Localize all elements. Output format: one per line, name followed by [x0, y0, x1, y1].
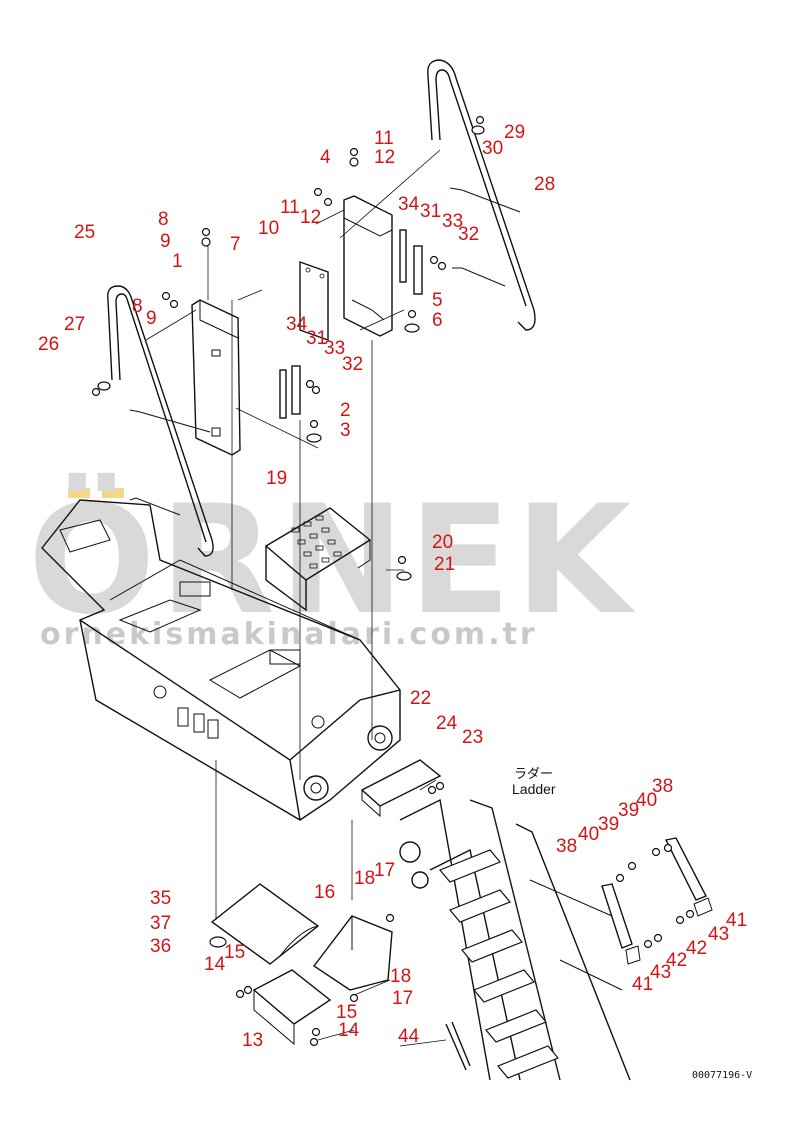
part-label: 29	[504, 122, 525, 143]
part-label: 16	[314, 882, 335, 903]
ladder-brackets	[601, 837, 713, 965]
part-label: 14	[204, 954, 226, 975]
part-label: 43	[708, 924, 729, 945]
reference-lines	[145, 149, 447, 1047]
part-label: 34	[398, 194, 420, 215]
part-label: 32	[342, 354, 363, 375]
part-label: 22	[410, 688, 431, 709]
part-label: 12	[374, 147, 395, 168]
part-label: 28	[534, 174, 555, 195]
watermark-url: ornekismakinalari.com.tr	[40, 617, 538, 652]
upper-step	[264, 507, 372, 612]
part-label: 37	[150, 913, 171, 934]
part-label: 7	[230, 234, 241, 255]
fasteners	[91, 115, 695, 1047]
part-label: 3	[340, 420, 351, 441]
part-label: 24	[436, 713, 458, 734]
part-label: 43	[650, 962, 671, 983]
part-label: 18	[390, 966, 411, 987]
part-label: 11	[280, 197, 300, 218]
part-label: 2	[340, 400, 351, 421]
lower-plates	[210, 883, 393, 1046]
ladder-note-en: Ladder	[512, 781, 556, 797]
part-label: 40	[578, 824, 599, 845]
right-handrail	[427, 59, 536, 331]
cover-plate	[299, 261, 329, 341]
part-label: 17	[374, 860, 395, 881]
part-label: 15	[336, 1002, 357, 1023]
part-label: 18	[354, 868, 375, 889]
part-label: 23	[462, 727, 483, 748]
part-label: 9	[146, 308, 157, 329]
part-label: 42	[686, 938, 707, 959]
part-label: 40	[636, 790, 657, 811]
rod	[445, 1021, 471, 1071]
part-label: 39	[598, 814, 619, 835]
part-label: 27	[64, 314, 85, 335]
part-label: 1	[172, 251, 183, 272]
part-label: 12	[300, 207, 321, 228]
part-label: 31	[420, 201, 441, 222]
part-label: 26	[38, 334, 59, 355]
part-label: 8	[132, 296, 143, 317]
part-label: 42	[666, 950, 687, 971]
part-label: 39	[618, 800, 639, 821]
part-label: 20	[432, 532, 453, 553]
part-label: 31	[306, 328, 327, 349]
part-label: 10	[258, 218, 279, 239]
part-label: 11	[374, 128, 394, 149]
part-label: 33	[324, 338, 345, 359]
part-label: 32	[458, 224, 479, 245]
part-label: 30	[482, 138, 503, 159]
part-label: 19	[266, 468, 287, 489]
part-label: 34	[286, 314, 308, 335]
part-label: 15	[224, 942, 245, 963]
ladder	[399, 798, 631, 1081]
part-label: 38	[556, 836, 577, 857]
part-label: 5	[432, 290, 443, 311]
part-label: 38	[652, 776, 673, 797]
part-label: 6	[432, 310, 443, 331]
left-handrail	[107, 285, 214, 557]
part-label: 13	[242, 1030, 263, 1051]
drawing-code: 00077196-V	[692, 1070, 752, 1081]
part-label: 33	[442, 211, 463, 232]
watermark-brand: ÖRNEK	[28, 472, 636, 648]
part-label: 4	[320, 147, 331, 168]
part-labels: 1 2 3 4 5 6 7 8 8 9 9 10 11 11 12 12 13 …	[38, 122, 747, 1051]
small-brackets	[279, 229, 423, 419]
part-label: 8	[158, 209, 169, 230]
part-label: 35	[150, 888, 171, 909]
watermark-accent-bar	[102, 488, 124, 498]
middle-step	[360, 759, 442, 818]
upper-bracket-plate	[191, 299, 241, 456]
part-label: 41	[632, 974, 653, 995]
part-label: 25	[74, 222, 95, 243]
watermark: ÖRNEK ornekismakinalari.com.tr	[28, 472, 636, 652]
part-label: 17	[392, 988, 413, 1009]
part-label: 9	[160, 231, 171, 252]
upper-bracket	[343, 195, 393, 337]
ladder-note-jp: ラダー	[514, 767, 553, 782]
part-label: 36	[150, 936, 171, 957]
part-label: 44	[398, 1026, 420, 1047]
part-label: 14	[338, 1020, 360, 1041]
watermark-accent-bar	[68, 488, 90, 498]
part-label: 21	[434, 554, 455, 575]
part-label: 41	[726, 910, 747, 931]
